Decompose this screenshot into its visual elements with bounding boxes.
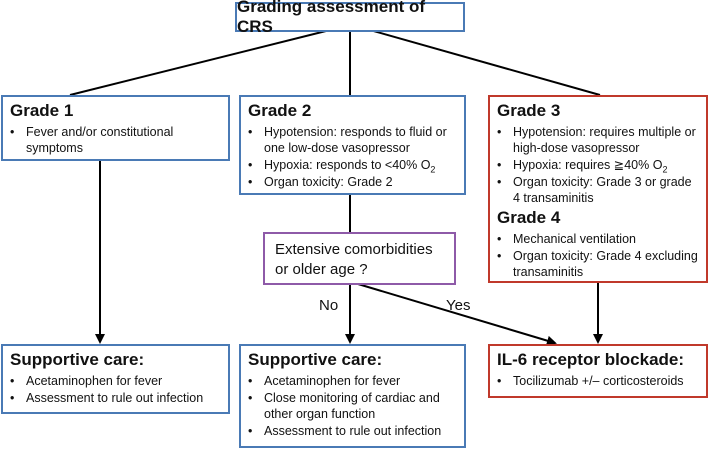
- title-box: Grading assessment of CRS: [235, 0, 465, 36]
- grade34-box: Grade 3 Hypotension: requires multiple o…: [488, 95, 708, 283]
- support1-item: Acetaminophen for fever: [10, 373, 221, 389]
- grade1-box: Grade 1 Fever and/or constitutional symp…: [1, 95, 230, 161]
- il6-heading: IL-6 receptor blockade:: [497, 350, 685, 369]
- support2-item: Assessment to rule out infection: [248, 423, 457, 439]
- grade3-item: Hypotension: requires multiple or high-d…: [497, 124, 699, 156]
- label-no: No: [319, 297, 339, 314]
- support2-heading: Supportive care:: [248, 350, 383, 369]
- grade2-heading: Grade 2: [248, 101, 312, 120]
- grade1-item: Fever and/or constitutional symptoms: [10, 124, 221, 156]
- edge-title-to-grade1: [69, 29, 331, 96]
- support1-box: Supportive care: Acetaminophen for fever…: [1, 344, 230, 414]
- grade4-item: Mechanical ventilation: [497, 231, 699, 247]
- edge-title-to-grade3: [369, 29, 601, 96]
- diagram-title: Grading assessment of CRS: [237, 0, 426, 36]
- grade4-heading: Grade 4: [497, 208, 561, 227]
- question-text: Extensive comorbidities or older age ?: [275, 241, 433, 278]
- grade3-item: Organ toxicity: Grade 3 or grade 4 trans…: [497, 174, 699, 206]
- edge-question-to-il6: [357, 283, 557, 346]
- support2-item: Close monitoring of cardiac and other or…: [248, 390, 457, 422]
- grade2-item: Hypoxia: responds to <40% O2: [248, 157, 457, 174]
- label-yes: Yes: [446, 297, 471, 314]
- support1-heading: Supportive care:: [10, 350, 145, 369]
- grade1-heading: Grade 1: [10, 101, 74, 120]
- il6-item: Tocilizumab +/– corticosteroids: [497, 373, 699, 389]
- grade4-item: Organ toxicity: Grade 4 excluding transa…: [497, 248, 699, 280]
- grade2-item: Hypotension: responds to fluid or one lo…: [248, 124, 457, 156]
- support1-item: Assessment to rule out infection: [10, 390, 221, 406]
- support2-box: Supportive care: Acetaminophen for fever…: [239, 344, 466, 448]
- support2-item: Acetaminophen for fever: [248, 373, 457, 389]
- question-box: Extensive comorbidities or older age ?: [263, 232, 456, 285]
- il6-box: IL-6 receptor blockade: Tocilizumab +/– …: [488, 344, 708, 398]
- grade2-item: Organ toxicity: Grade 2: [248, 174, 457, 190]
- grade3-heading: Grade 3: [497, 101, 561, 120]
- grade2-box: Grade 2 Hypotension: responds to fluid o…: [239, 95, 466, 195]
- grade3-item: Hypoxia: requires ≧40% O2: [497, 157, 699, 174]
